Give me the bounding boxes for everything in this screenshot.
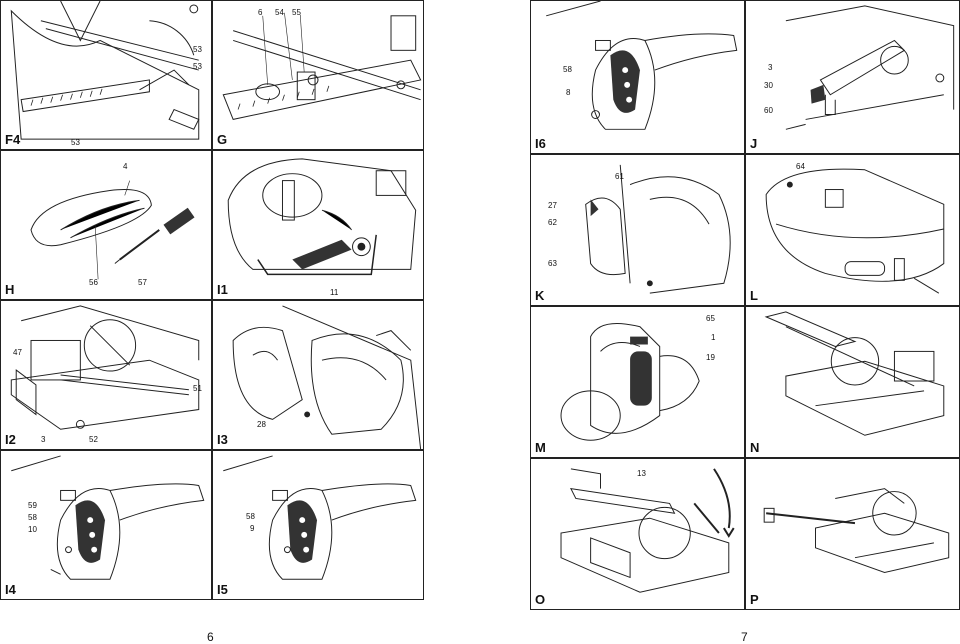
figure-label: I1 (217, 282, 228, 297)
figure-label: L (750, 288, 758, 303)
callout-label: 58 (246, 512, 255, 521)
callout-label: 3 (41, 435, 46, 444)
figure-i4-illustration (11, 455, 205, 580)
figure-label: I6 (535, 136, 546, 151)
callout-label: 51 (193, 384, 202, 393)
figure-i5-illustration (223, 455, 417, 580)
callout-label: 9 (250, 524, 255, 533)
callout-label: 54 (275, 8, 284, 17)
figure-label: J (750, 136, 758, 151)
figure-panel-f4: 53 53 53 F4 (0, 0, 212, 150)
page-number-left: 6 (207, 630, 214, 644)
figure-p-illustration (763, 488, 950, 574)
callout-label: 56 (89, 278, 98, 287)
figure-label: P (750, 592, 759, 607)
callout-label: 53 (193, 45, 202, 54)
figure-label: N (750, 440, 760, 455)
callout-label: 47 (13, 348, 22, 357)
callout-label: 53 (193, 62, 202, 71)
figure-label: F4 (5, 132, 21, 147)
figure-i1-illustration (227, 158, 417, 276)
callout-label: 19 (706, 353, 715, 362)
figure-h-illustration (30, 180, 195, 280)
callout-label: 65 (706, 314, 715, 323)
callout-label: 28 (257, 420, 266, 429)
figure-i6-illustration (546, 1, 738, 130)
figure-panel-g: 6 54 55 G (212, 0, 424, 150)
callout-label: 27 (548, 201, 557, 210)
figure-panel-j: 3 30 60 J (745, 0, 960, 154)
callout-label: 64 (796, 162, 805, 171)
figure-i2-illustration (10, 305, 200, 430)
callout-label: 62 (548, 218, 557, 227)
callout-label: 11 (330, 288, 339, 297)
figure-o-illustration (560, 468, 735, 593)
callout-label: 10 (28, 525, 37, 534)
callout-label: 59 (28, 501, 37, 510)
figure-label: I3 (217, 432, 228, 447)
figure-panel-n: N (745, 306, 960, 458)
callout-label: 60 (764, 106, 773, 115)
figure-l-illustration (765, 168, 945, 294)
figure-n-illustration (764, 311, 945, 436)
figure-panel-i5: 58 9 I5 (212, 450, 424, 600)
callout-label: 58 (563, 65, 572, 74)
callout-label: 4 (123, 162, 128, 171)
figure-panel-i2: 47 51 3 52 I2 (0, 300, 212, 450)
callout-label: 55 (292, 8, 301, 17)
callout-label: 53 (71, 138, 80, 147)
figure-j-illustration (785, 5, 955, 130)
figure-panel-p: P (745, 458, 960, 610)
figure-panel-i3: 28 I3 (212, 300, 424, 450)
figure-label: M (535, 440, 546, 455)
callout-label: 57 (138, 278, 147, 287)
figure-k-illustration (585, 164, 731, 294)
figure-panel-o: 13 O (530, 458, 745, 610)
figure-panel-h: 4 56 57 H (0, 150, 212, 300)
figure-label: K (535, 288, 545, 303)
figure-panel-i4: 59 58 10 I4 (0, 450, 212, 600)
figure-g-illustration (222, 12, 422, 120)
callout-label: 1 (711, 333, 716, 342)
figure-label: O (535, 592, 546, 607)
callout-label: 52 (89, 435, 98, 444)
figure-f4-illustration (10, 1, 200, 140)
figure-panel-l: 64 L (745, 154, 960, 306)
figure-label: I2 (5, 432, 16, 447)
figure-panel-i6: 58 8 I6 (530, 0, 745, 154)
page-number-right: 7 (741, 630, 748, 644)
callout-label: 13 (637, 469, 646, 478)
figure-label: H (5, 282, 15, 297)
callout-label: 8 (566, 88, 571, 97)
figure-label: G (217, 132, 228, 147)
figure-panel-k: 61 27 62 63 K (530, 154, 745, 306)
callout-label: 63 (548, 259, 557, 268)
callout-label: 58 (28, 513, 37, 522)
figure-panel-i1: 11 I1 (212, 150, 424, 300)
figure-i3-illustration (232, 305, 422, 449)
callout-label: 30 (764, 81, 773, 90)
callout-label: 61 (615, 172, 624, 181)
figure-panel-m: 65 1 19 M (530, 306, 745, 458)
callout-label: 6 (258, 8, 263, 17)
figure-label: I5 (217, 582, 228, 597)
figure-label: I4 (5, 582, 16, 597)
callout-label: 3 (768, 63, 773, 72)
figure-m-illustration (560, 323, 700, 441)
